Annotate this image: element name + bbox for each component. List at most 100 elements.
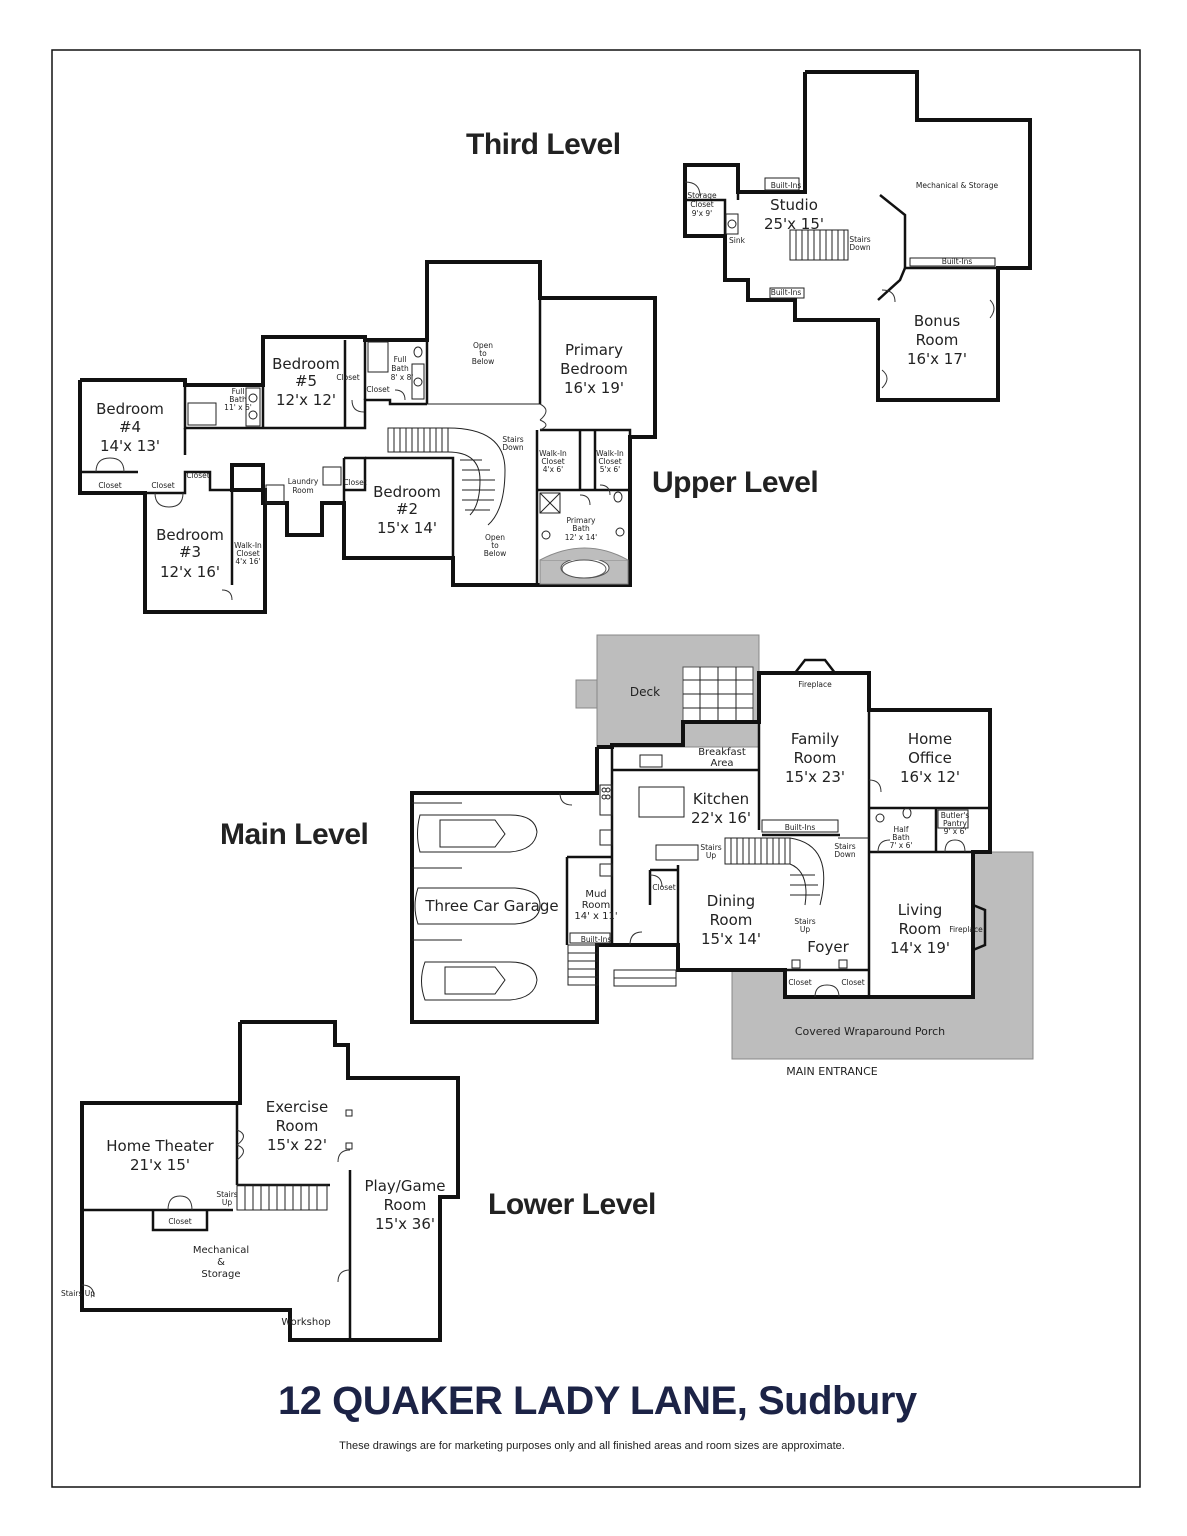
sheet-border <box>51 49 1141 1488</box>
stairs-up-lower-1b: Up <box>222 1198 232 1207</box>
primary-bath-label: Primary <box>567 516 597 525</box>
mud-room-size: 14' x 11' <box>574 911 617 922</box>
closet-main-1: Closet <box>652 883 675 892</box>
car-icon <box>414 887 541 925</box>
storage-closet-label: Storage <box>687 191 717 200</box>
butlers-pantry-size: 9' x 6' <box>944 827 967 836</box>
mechanical-label-2: & <box>217 1257 225 1268</box>
full-bath-1-label: Full <box>394 355 407 364</box>
home-office-label-2: Office <box>908 749 952 767</box>
mechanical-label-3: Storage <box>201 1269 240 1280</box>
stairs-up-lower-2: Stairs Up <box>61 1289 95 1298</box>
bedroom2-number: #2 <box>396 500 418 518</box>
mechanical-storage-label: Mechanical & Storage <box>916 181 999 190</box>
third-level-heading: Third Level <box>466 128 621 161</box>
breakfast-label-2: Area <box>710 758 733 769</box>
walk-in-closet-c-size: 4'x 16' <box>235 557 260 566</box>
play-game-room-label-2: Room <box>384 1196 427 1214</box>
walk-in-closet-a-label: Walk-In <box>539 449 567 458</box>
bedroom5-label: Bedroom <box>272 355 340 373</box>
bonus-room-label: Bonus <box>914 312 960 330</box>
mud-room-label-2: Room <box>582 900 610 911</box>
fireplace-label-1: Fireplace <box>798 680 832 689</box>
living-room-label-2: Room <box>899 920 942 938</box>
walk-in-closet-c-label: Walk-In <box>234 541 262 550</box>
kitchen-label: Kitchen <box>693 790 749 808</box>
lower-level-heading: Lower Level <box>488 1188 656 1221</box>
open-to-below-1c: Below <box>472 357 495 366</box>
bonus-room-size: 16'x 17' <box>907 350 967 368</box>
main-entrance-label: MAIN ENTRANCE <box>786 1065 878 1078</box>
primary-bedroom-size: 16'x 19' <box>564 379 624 397</box>
studio-label: Studio <box>770 196 818 214</box>
bedroom4-label: Bedroom <box>96 400 164 418</box>
stairs-down-main: Stairs <box>834 842 855 851</box>
sink-label: Sink <box>729 236 746 245</box>
third-level-plan: Studio 25'x 15' Storage Closet 9'x 9' Me… <box>683 70 1032 402</box>
primary-bath-label-2: Bath <box>572 524 590 533</box>
disclaimer-text: These drawings are for marketing purpose… <box>339 1440 845 1452</box>
closet-label-6: Closet <box>343 478 366 487</box>
closet-main-2: Closet <box>788 978 811 987</box>
stairs-up-main-1: Stairs <box>700 843 721 852</box>
walk-in-closet-b-label: Walk-In <box>596 449 624 458</box>
walk-in-closet-c-label-2: Closet <box>236 549 259 558</box>
walk-in-closet-b-size: 5'x 6' <box>600 465 621 474</box>
closet-label-1: Closet <box>336 373 359 382</box>
full-bath-2-label-2: Bath <box>229 395 247 404</box>
stairs-up-main-2: Stairs <box>794 917 815 926</box>
mechanical-label: Mechanical <box>193 1245 249 1256</box>
stairs-down-label-2: Down <box>849 243 870 252</box>
home-office-size: 16'x 12' <box>900 768 960 786</box>
deck-label: Deck <box>630 685 660 699</box>
closet-label-4: Closet <box>151 481 174 490</box>
primary-bedroom-label: Primary <box>565 341 623 359</box>
home-office-label: Home <box>908 730 952 748</box>
dining-room-label-2: Room <box>710 911 753 929</box>
dining-room-size: 15'x 14' <box>701 930 761 948</box>
exercise-room-label-2: Room <box>276 1117 319 1135</box>
studio-size: 25'x 15' <box>764 215 824 233</box>
family-room-size: 15'x 23' <box>785 768 845 786</box>
built-ins-label-1: Built-Ins <box>771 181 802 190</box>
full-bath-2-size: 11' x 6' <box>224 403 252 412</box>
stairs-up-lower-1: Stairs <box>216 1190 237 1199</box>
butlers-pantry-label-2: Pantry <box>943 819 968 828</box>
car-icon <box>417 814 538 853</box>
closet-label-2: Closet <box>366 385 389 394</box>
kitchen-size: 22'x 16' <box>691 809 751 827</box>
storage-closet-size: 9'x 9' <box>692 209 713 218</box>
bonus-room-label-2: Room <box>916 331 959 349</box>
half-bath-label-2: Bath <box>892 833 910 842</box>
butlers-pantry-label: Butler's <box>941 811 970 820</box>
upper-stairs-down-label: Stairs <box>502 435 523 444</box>
built-ins-mud: Built-Ins <box>581 935 612 944</box>
breakfast-label: Breakfast <box>698 747 746 758</box>
closet-main-3: Closet <box>841 978 864 987</box>
stairs-down-main-b: Down <box>834 850 855 859</box>
walk-in-closet-a-label-2: Closet <box>541 457 564 466</box>
closet-label-5: Closet <box>186 471 209 480</box>
lower-level-plan: Exercise Room 15'x 22' Home Theater 21'x… <box>61 1020 460 1342</box>
dining-room-label: Dining <box>707 892 755 910</box>
bedroom3-number: #3 <box>179 543 201 561</box>
upper-level-heading: Upper Level <box>652 466 818 499</box>
living-room-size: 14'x 19' <box>890 939 950 957</box>
family-room-label-2: Room <box>794 749 837 767</box>
play-game-room-size: 15'x 36' <box>375 1215 435 1233</box>
walk-in-closet-b-label-2: Closet <box>598 457 621 466</box>
exercise-room-label: Exercise <box>266 1098 328 1116</box>
storage-closet-label-2: Closet <box>690 200 713 209</box>
built-ins-label-3: Built-Ins <box>771 288 802 297</box>
family-room-label: Family <box>791 730 839 748</box>
full-bath-1-label-2: Bath <box>391 364 409 373</box>
stairs-down-label: Stairs <box>849 235 870 244</box>
workshop-label: Workshop <box>281 1317 330 1328</box>
home-theater-label: Home Theater <box>106 1137 214 1155</box>
laundry-label: Laundry <box>288 477 319 486</box>
full-bath-2-label: Full <box>232 387 245 396</box>
fireplace-label-2: Fireplace <box>949 925 983 934</box>
half-bath-label: Half <box>894 825 909 834</box>
car-icon <box>421 961 538 1001</box>
